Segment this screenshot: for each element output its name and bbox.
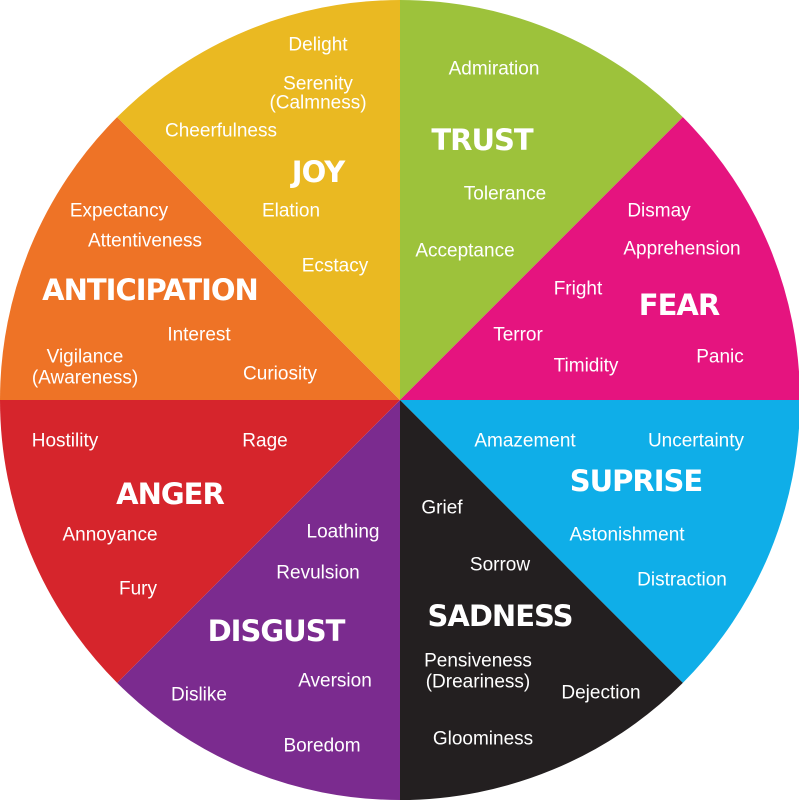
- joy-title: JOY: [290, 155, 346, 189]
- word: Boredom: [283, 736, 360, 757]
- joy-slice: [117, 0, 400, 400]
- word: Expectancy: [70, 201, 169, 222]
- word: Fury: [119, 579, 158, 600]
- surprise-segment: SUPRISE Amazement Uncertainty Astonishme…: [474, 431, 744, 591]
- word: Serenity: [283, 74, 353, 95]
- word: Ecstacy: [302, 256, 369, 277]
- word: Elation: [262, 201, 320, 222]
- word: Distraction: [637, 570, 727, 591]
- word: Grief: [421, 498, 463, 519]
- word: Attentiveness: [88, 231, 202, 252]
- sadness-segment: SADNESS Grief Sorrow Pensiveness (Dreari…: [421, 498, 640, 750]
- word: Vigilance: [47, 347, 124, 368]
- disgust-slice: [117, 400, 400, 800]
- anger-title: ANGER: [116, 477, 224, 511]
- trust-slice: [400, 0, 683, 400]
- fear-slice: [400, 117, 799, 400]
- sadness-title: SADNESS: [428, 599, 573, 633]
- word: Revulsion: [276, 563, 359, 584]
- word: (Calmness): [269, 93, 366, 114]
- word: Rage: [242, 431, 287, 452]
- word: Aversion: [298, 671, 372, 692]
- trust-title: TRUST: [431, 123, 534, 157]
- word: Dismay: [627, 201, 691, 222]
- word: Astonishment: [569, 525, 685, 546]
- word: Hostility: [32, 431, 99, 452]
- word: Timidity: [554, 356, 619, 377]
- word: Interest: [167, 325, 231, 346]
- anticipation-slice: [0, 117, 400, 400]
- word: Terror: [493, 325, 543, 346]
- word: Acceptance: [415, 241, 514, 262]
- trust-segment: TRUST Admiration Tolerance Acceptance: [415, 59, 546, 262]
- word: Dislike: [171, 685, 227, 706]
- word: Admiration: [449, 59, 540, 80]
- sadness-slice: [400, 400, 683, 800]
- word: Delight: [288, 35, 348, 56]
- anger-slice: [0, 400, 400, 683]
- word: Loathing: [307, 522, 380, 543]
- word: Apprehension: [623, 239, 740, 260]
- word: Amazement: [474, 431, 576, 452]
- word: (Awareness): [32, 368, 138, 389]
- anticipation-title: ANTICIPATION: [42, 273, 258, 307]
- word: (Dreariness): [426, 672, 531, 693]
- word: Uncertainty: [648, 431, 745, 452]
- word: Tolerance: [464, 184, 546, 205]
- word: Gloominess: [433, 729, 533, 750]
- word: Dejection: [561, 683, 640, 704]
- word: Sorrow: [470, 555, 530, 576]
- word: Cheerfulness: [165, 121, 277, 142]
- anger-segment: ANGER Hostility Rage Annoyance Fury: [32, 431, 288, 600]
- fear-segment: FEAR Dismay Apprehension Fright Terror T…: [493, 201, 744, 377]
- surprise-title: SUPRISE: [570, 464, 703, 498]
- disgust-segment: DISGUST Loathing Revulsion Aversion Disl…: [171, 522, 379, 757]
- fear-title: FEAR: [639, 288, 720, 322]
- word: Curiosity: [243, 364, 317, 385]
- word: Fright: [554, 279, 603, 300]
- anticipation-segment: ANTICIPATION Expectancy Attentiveness In…: [32, 201, 318, 389]
- disgust-title: DISGUST: [208, 614, 346, 648]
- word: Panic: [696, 347, 744, 368]
- joy-segment: JOY Delight Serenity (Calmness) Cheerful…: [165, 35, 369, 277]
- word: Pensiveness: [424, 651, 532, 672]
- surprise-slice: [400, 400, 799, 683]
- word: Annoyance: [62, 525, 157, 546]
